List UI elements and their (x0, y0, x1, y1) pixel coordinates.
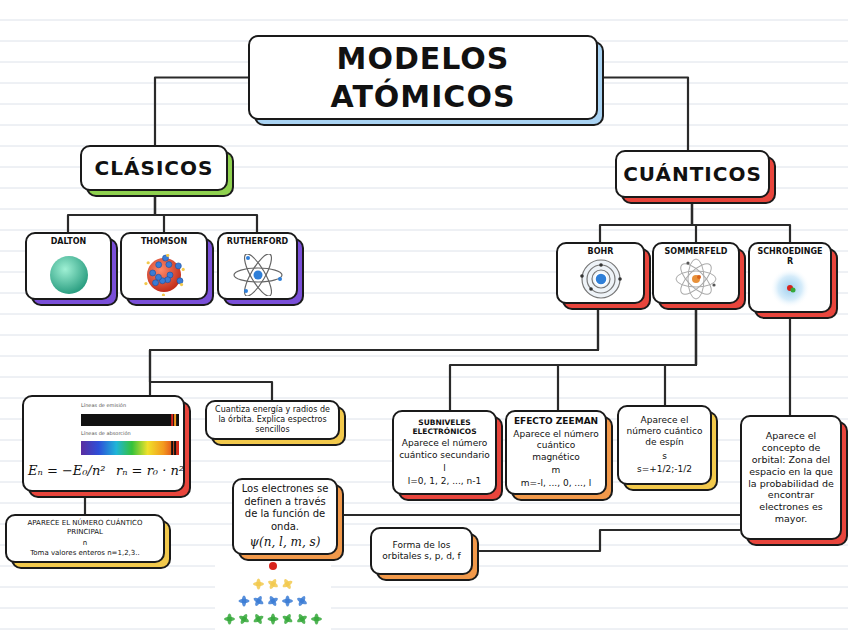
connector-line (600, 198, 692, 242)
orbital-shape (269, 562, 277, 570)
node-text: m (552, 465, 561, 476)
orbital-shape (267, 578, 279, 590)
node-text: s (662, 451, 667, 462)
node-text: THOMSON (141, 237, 187, 247)
orbital-shape (311, 614, 322, 625)
model-box: DALTON (25, 232, 112, 300)
model-box: BOHR (556, 242, 645, 304)
node-text: Toma valores enteros n=1,2,3.. (30, 549, 140, 558)
note-box: Forma de los orbitales s, p, d, f (370, 527, 473, 575)
orbital-shape (268, 614, 279, 625)
formula: rₙ = r₀ · n² (116, 463, 184, 479)
node-text: ψ(n, l, m, s) (250, 535, 321, 550)
connector-line (84, 492, 86, 514)
model-box: RUTHERFORD (217, 232, 298, 300)
picture-ground (215, 557, 331, 631)
node-text: EFECTO ZEEMAN (514, 416, 598, 427)
node-text: SUBNIVELES ELECTRÓNICOS (399, 418, 490, 437)
model-illustration (758, 267, 822, 309)
spectrum-caption: Líneas de absorción (81, 430, 131, 436)
model-box: SCHROEDINGER (748, 242, 832, 313)
spectrum-caption: Líneas de emisión (81, 402, 126, 408)
model-illustration (37, 254, 101, 296)
orbital-shape (282, 596, 293, 607)
node-text: n (83, 539, 87, 548)
note-box: Cuantiza energía y radios de la órbita. … (205, 400, 340, 440)
category-box: CLÁSICOS (80, 145, 228, 191)
node-text: Aparece el concepto de orbital: Zona del… (747, 430, 835, 525)
node-text: m=-l, ..., 0, ..., l (521, 478, 591, 489)
model-box: SOMMERFELD (652, 242, 740, 304)
formula: Eₙ = −E₀/n² (28, 463, 105, 479)
node-text: Forma de los orbitales s, p, d, f (377, 540, 466, 563)
category-box: CUÁNTICOS (615, 150, 770, 198)
node-text: CUÁNTICOS (623, 162, 762, 187)
orbital-shape (282, 578, 294, 590)
connector-line (598, 78, 688, 151)
note-box: Aparece el concepto de orbital: Zona del… (740, 415, 842, 540)
node-text: SOMMERFELD (665, 247, 728, 257)
connector-line (692, 198, 790, 242)
node-text: s=+1/2;-1/2 (637, 464, 692, 475)
node-text: Aparece el número cuántico secundario (399, 438, 490, 461)
connector-line (155, 191, 257, 232)
spectrum-box: Líneas de emisiónLíneas de absorción Eₙ =… (22, 395, 185, 492)
orbital-shape (296, 595, 308, 607)
orbital-shape (224, 614, 235, 625)
node-text: Cuantiza energía y radios de la órbita. … (212, 405, 333, 435)
node-text: BOHR (588, 247, 614, 257)
node-text: l (443, 463, 446, 474)
note-box: Los electrones se definen a través de la… (232, 478, 338, 555)
orbital-shape (282, 613, 294, 625)
model-illustration (132, 254, 196, 296)
note-box: SUBNIVELES ELECTRÓNICOSAparece el número… (392, 410, 497, 495)
orbital-shape (267, 595, 279, 607)
connector-line (338, 514, 740, 516)
connector-line (155, 191, 164, 232)
node-text: SCHROEDINGER (755, 247, 825, 267)
connector-line (473, 530, 740, 551)
node-text: Los electrones se definen a través de la… (239, 483, 331, 533)
orbital-shape (296, 613, 308, 625)
orbital-shape (238, 613, 250, 625)
title-box: MODELOS ATÓMICOS (248, 35, 598, 120)
node-text: DALTON (51, 237, 87, 247)
note-box: EFECTO ZEEMAN Aparece el número cuántico … (505, 410, 607, 495)
model-illustration (664, 258, 728, 300)
orbital-shape (253, 579, 264, 590)
model-box: THOMSON (120, 232, 208, 300)
node-text: APARECE EL NÚMERO CUÁNTICO PRINCIPAL (12, 519, 158, 537)
node-text: CLÁSICOS (95, 156, 214, 181)
connector-line (450, 304, 696, 410)
connector-line (665, 304, 696, 405)
model-illustration (569, 258, 633, 300)
connector-line (155, 78, 248, 146)
connector-line (68, 191, 155, 232)
node-text: l=0, 1, 2, ..., n-1 (408, 476, 481, 487)
node-text: RUTHERFORD (227, 237, 289, 247)
note-box: Aparece el número cuántico de espín s s=+1… (617, 405, 712, 485)
node-text: Aparece el número cuántico magnético (512, 429, 600, 463)
model-illustration (226, 254, 290, 296)
orbital-shape (253, 613, 265, 625)
note-box: APARECE EL NÚMERO CUÁNTICO PRINCIPAL nTom… (5, 514, 165, 563)
connector-line (150, 304, 598, 400)
node-text: Aparece el número cuántico de espín (624, 415, 705, 449)
orbital-shape (239, 596, 250, 607)
orbital-shape (253, 595, 265, 607)
title-text: MODELOS ATÓMICOS (255, 40, 591, 115)
connector-line (789, 313, 791, 415)
connector-line (558, 304, 696, 410)
